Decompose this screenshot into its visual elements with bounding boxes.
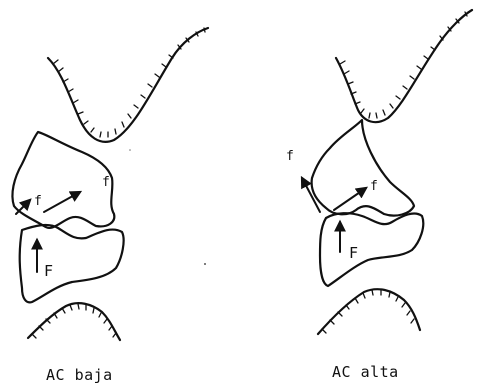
label-f-right: f xyxy=(370,179,378,194)
caption-ac-alta: AC alta xyxy=(332,363,399,381)
label-f-right: f xyxy=(102,175,110,190)
label-f-left: f xyxy=(34,194,42,209)
lower-articular-surface-left xyxy=(28,303,120,340)
force-vector-f-right xyxy=(44,192,80,212)
upper-bone-right xyxy=(312,120,414,216)
panel-ac-baja: f f F xyxy=(12,28,208,340)
lower-bone-left xyxy=(20,225,124,302)
lower-articular-surface-right xyxy=(318,289,420,334)
upper-articular-surface-left xyxy=(48,28,208,142)
stray-dot xyxy=(129,149,131,151)
caption-ac-baja: AC baja xyxy=(46,366,113,384)
label-large-f: F xyxy=(44,262,53,280)
lower-bone-right xyxy=(320,213,423,286)
stray-dot xyxy=(204,263,206,265)
upper-articular-surface-right xyxy=(336,10,472,122)
label-large-f: F xyxy=(349,244,358,262)
force-vector-f-left xyxy=(16,200,30,214)
panel-ac-alta: f f F xyxy=(286,10,472,334)
upper-bone-left xyxy=(12,132,114,228)
label-f-left: f xyxy=(286,149,294,164)
